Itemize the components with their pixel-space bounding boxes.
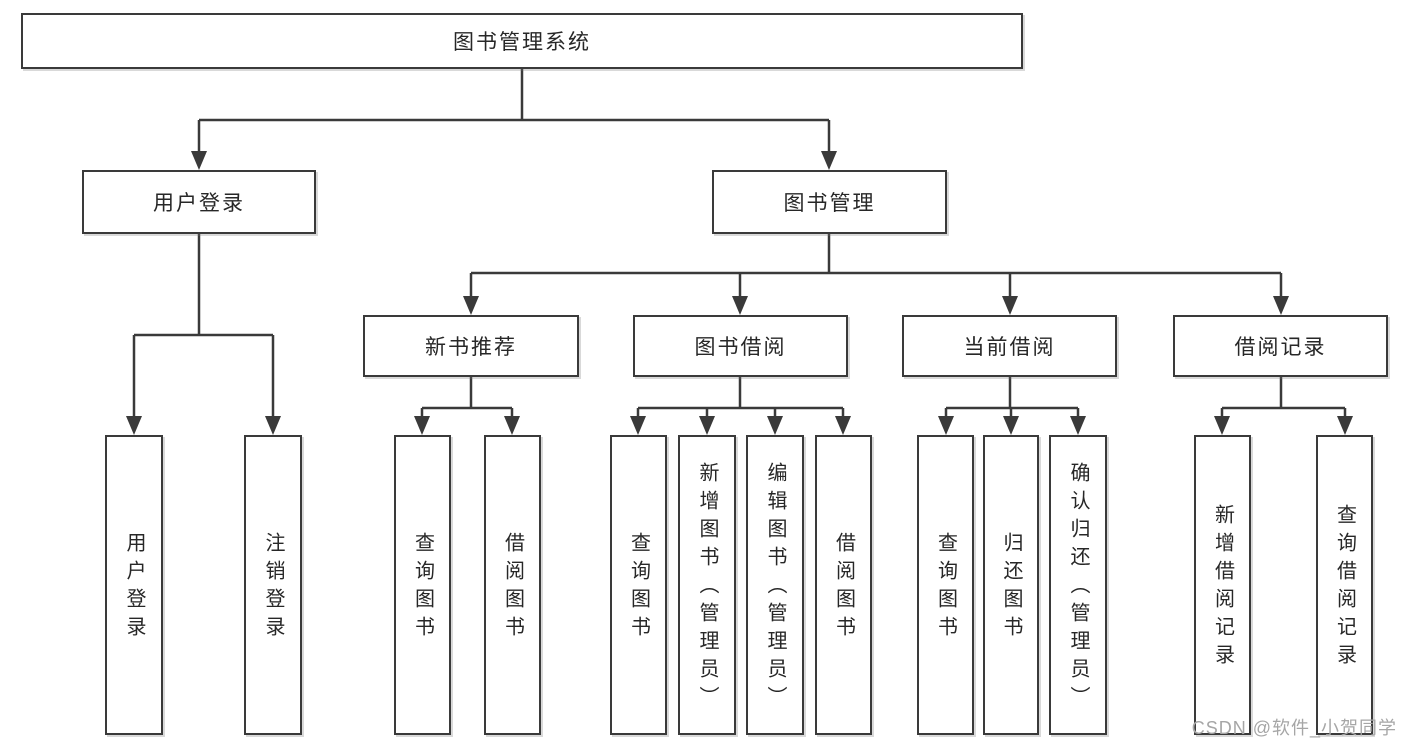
- arrowheads: [126, 151, 1353, 435]
- leaf-borrow-books-borrowing: 借阅图书: [815, 435, 872, 735]
- node-borrowing-records: 借阅记录: [1173, 315, 1388, 377]
- leaf-edit-book-admin: 编辑图书（管理员）: [746, 435, 804, 735]
- node-book-management: 图书管理: [712, 170, 947, 234]
- node-book-borrowing: 图书借阅: [633, 315, 848, 377]
- leaf-query-books-recommend: 查询图书: [394, 435, 451, 735]
- leaf-query-books-current: 查询图书: [917, 435, 974, 735]
- node-current-borrowing: 当前借阅: [902, 315, 1117, 377]
- leaf-query-books-borrowing: 查询图书: [610, 435, 667, 735]
- csdn-watermark: CSDN @软件_小贺同学: [1191, 718, 1397, 738]
- leaf-add-borrow-record: 新增借阅记录: [1194, 435, 1251, 735]
- leaf-return-book: 归还图书: [983, 435, 1039, 735]
- leaf-user-login: 用户登录: [105, 435, 163, 735]
- node-user-login: 用户登录: [82, 170, 316, 234]
- leaf-query-borrow-record: 查询借阅记录: [1316, 435, 1373, 735]
- leaf-logout: 注销登录: [244, 435, 302, 735]
- leaf-borrow-books-recommend: 借阅图书: [484, 435, 541, 735]
- node-root: 图书管理系统: [21, 13, 1023, 69]
- node-new-book-recommend: 新书推荐: [363, 315, 579, 377]
- leaf-add-book-admin: 新增图书（管理员）: [678, 435, 736, 735]
- leaf-confirm-return-admin: 确认归还（管理员）: [1049, 435, 1107, 735]
